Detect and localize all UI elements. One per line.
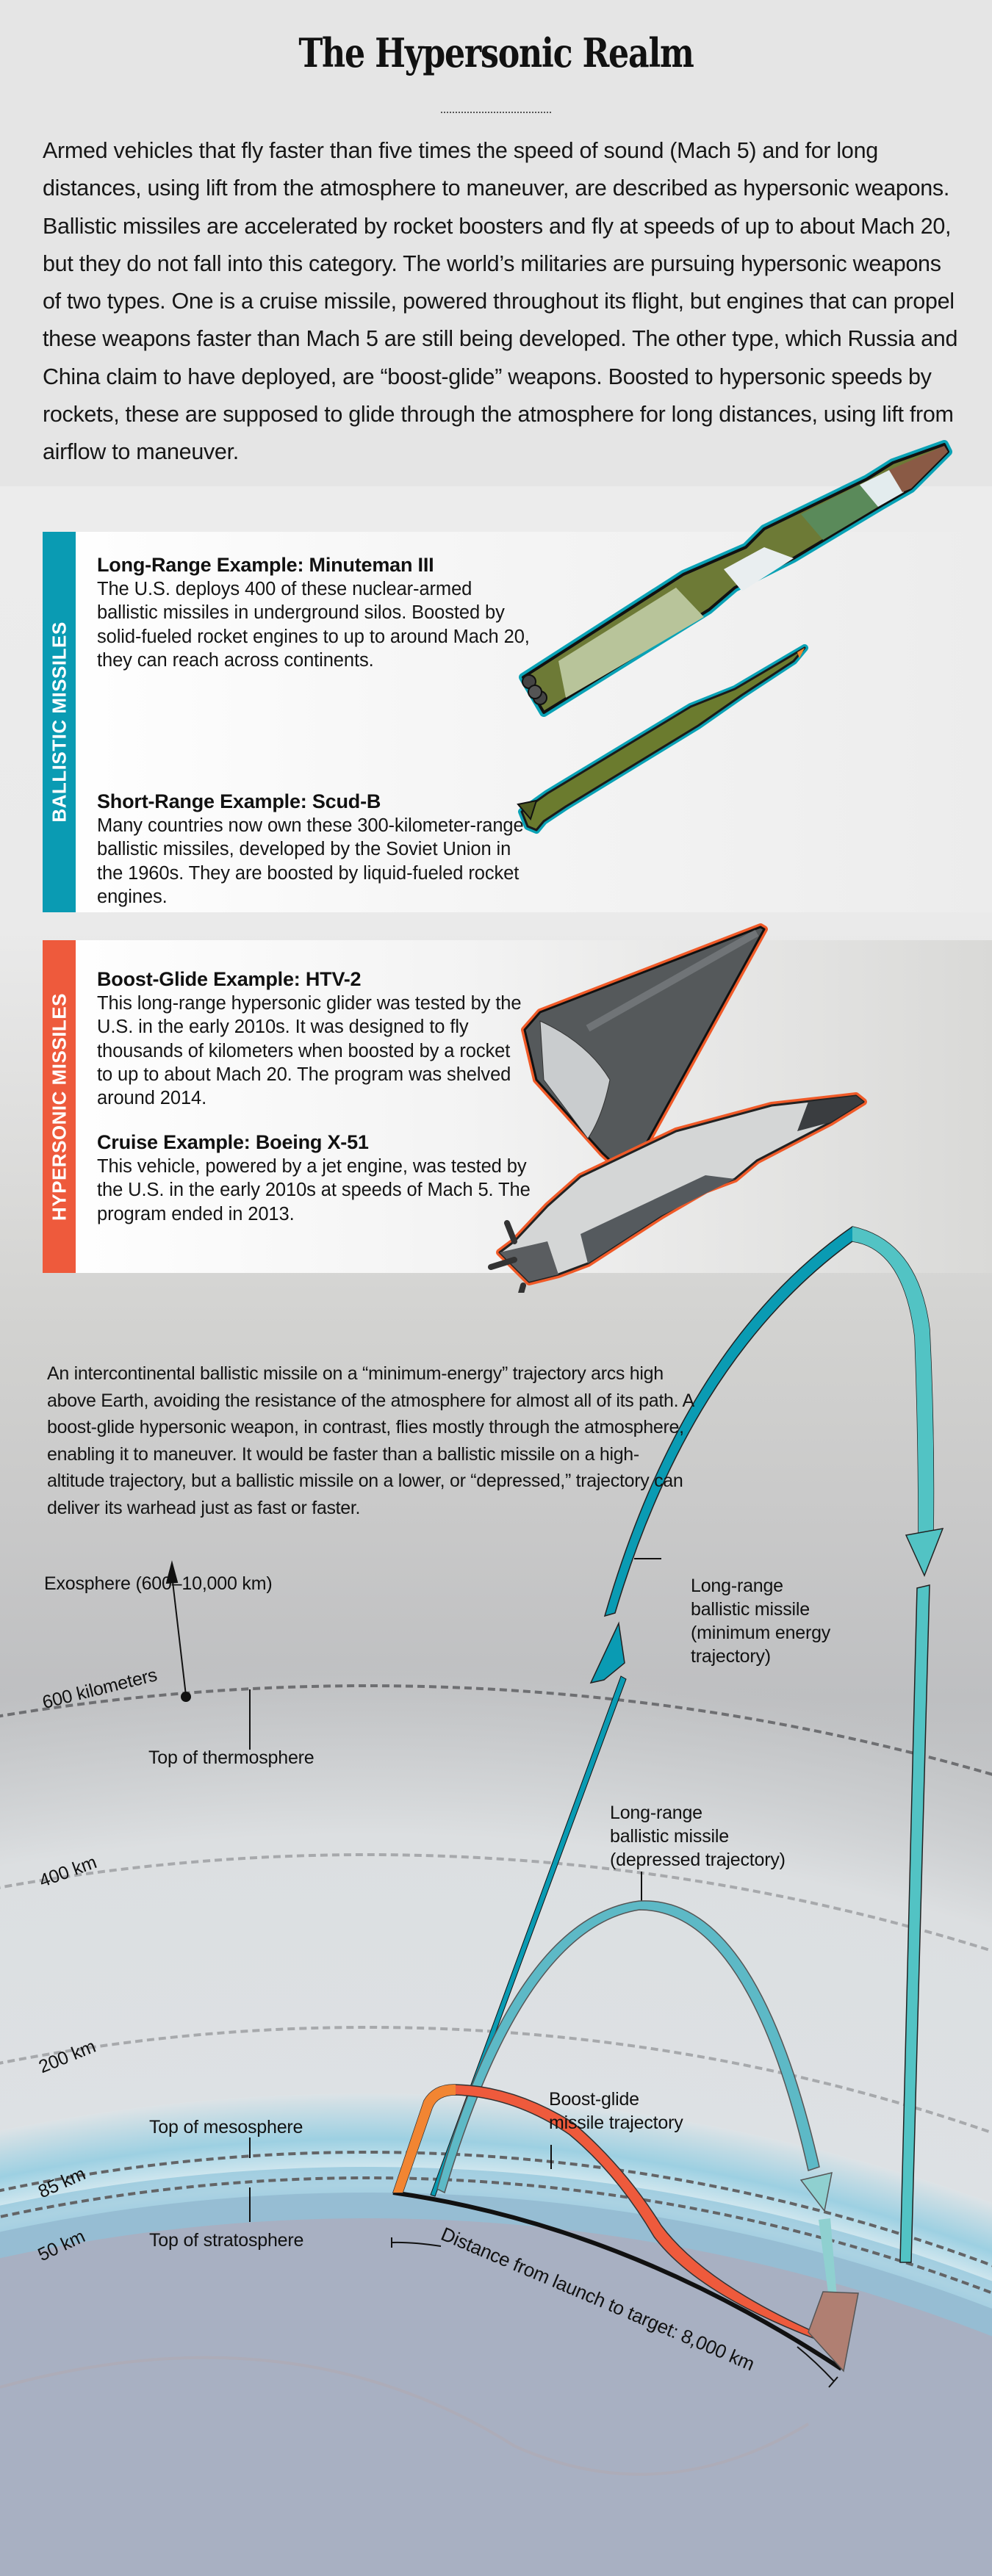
label-stratosphere: Top of stratosphere: [149, 2230, 304, 2251]
entry-body: This long-range hypersonic glider was te…: [97, 993, 522, 1109]
entry-heading: Boost-Glide Example: HTV-2: [97, 968, 362, 990]
entry-heading: Short-Range Example: Scud-B: [97, 790, 381, 812]
label-min-energy: Long-range ballistic missile (minimum en…: [691, 1576, 831, 1667]
label-thermosphere: Top of thermosphere: [148, 1747, 315, 1768]
section-label-bar: BALLISTIC MISSILES: [43, 532, 76, 912]
entry-body: Many countries now own these 300-kilomet…: [97, 815, 524, 907]
ballistic-missiles-panel: BALLISTIC MISSILES Long-Range Example: M…: [43, 532, 992, 912]
entry-heading: Cruise Example: Boeing X-51: [97, 1131, 369, 1153]
entry-x51: Cruise Example: Boeing X-51 This vehicle…: [97, 1130, 531, 1226]
entry-htv2: Boost-Glide Example: HTV-2 This long-ran…: [97, 967, 531, 1110]
label-boost-glide: Boost-glide missile trajectory: [549, 2089, 683, 2133]
boost-glide-path: [392, 2084, 859, 2373]
label-depressed: Long-range ballistic missile (depressed …: [610, 1803, 786, 1870]
scud-b-icon: [517, 644, 808, 834]
missile-illustrations: [488, 440, 952, 1293]
minuteman-iii-icon: [519, 440, 952, 717]
page-title: The Hypersonic Realm: [298, 29, 694, 76]
earth-icon: [0, 2193, 992, 2576]
ring-50km: [0, 2176, 992, 2295]
ground-distance-arc: [392, 2190, 843, 2371]
label-mesosphere: Top of mesosphere: [149, 2117, 303, 2137]
title-divider: [441, 112, 551, 113]
x-51-icon: [488, 1092, 867, 1293]
intro-paragraph: Armed vehicles that fly faster than five…: [43, 138, 958, 465]
altitude-rings: [0, 1684, 992, 2295]
entry-heading: Long-Range Example: Minuteman III: [97, 554, 434, 576]
trajectory-description: An intercontinental ballistic missile on…: [47, 1363, 694, 1518]
entry-scud: Short-Range Example: Scud-B Many countri…: [97, 789, 531, 909]
label-exosphere: Exosphere (600–10,000 km): [44, 1573, 273, 1594]
ring-400km: [0, 1853, 992, 1953]
section-label-bar: HYPERSONIC MISSILES: [43, 940, 76, 1273]
intro-section: The Hypersonic Realm Armed vehicles that…: [0, 0, 992, 486]
entry-body: This vehicle, powered by a jet engine, w…: [97, 1156, 531, 1224]
entry-minuteman: Long-Range Example: Minuteman III The U.…: [97, 552, 531, 672]
entry-body: The U.S. deploys 400 of these nuclear-ar…: [97, 579, 530, 671]
